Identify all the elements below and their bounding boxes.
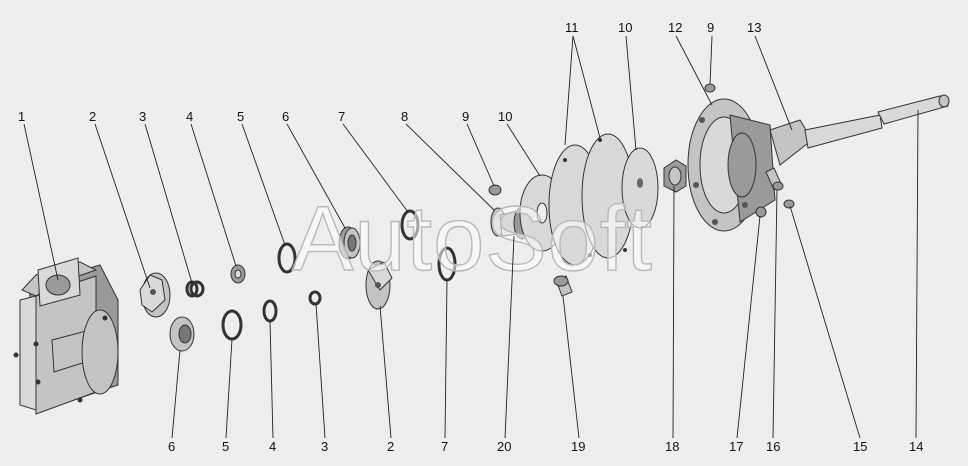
callout-1: 1	[18, 109, 25, 124]
callout-9-upper: 9	[707, 20, 714, 35]
part-4-nut-top	[230, 264, 246, 284]
callout-6-lower: 6	[168, 439, 175, 454]
callout-4-lower: 4	[269, 439, 276, 454]
part-5-ring-bottom	[221, 309, 243, 341]
part-4-ring-bottom	[262, 299, 278, 323]
part-9-washer-lower	[488, 184, 502, 196]
part-3-clip-top	[185, 280, 205, 298]
callout-18: 18	[665, 439, 679, 454]
part-7-snap-ring-top	[400, 209, 420, 241]
callout-10-upper: 10	[618, 20, 632, 35]
part-6-bushing-bottom	[169, 316, 195, 352]
callout-20: 20	[497, 439, 511, 454]
part-13-lever-bracket	[769, 114, 883, 166]
part-6-bushing-top	[338, 226, 361, 260]
callout-6: 6	[282, 109, 289, 124]
callout-3-lower: 3	[321, 439, 328, 454]
part-1-housing	[13, 257, 119, 415]
leader-lines	[23, 35, 919, 439]
callout-15: 15	[853, 439, 867, 454]
callout-12: 12	[668, 20, 682, 35]
part-3-clip-bottom	[308, 290, 322, 306]
callout-17: 17	[729, 439, 743, 454]
callout-5-lower: 5	[222, 439, 229, 454]
part-15-screw	[783, 199, 795, 209]
part-14-handle	[877, 94, 950, 125]
part-5-ring-top	[277, 242, 297, 274]
part-12-flange	[687, 98, 776, 232]
callout-14: 14	[909, 439, 923, 454]
callout-11: 11	[565, 20, 579, 35]
part-11-discs	[548, 133, 635, 266]
part-19-bolt	[553, 275, 573, 297]
callout-2: 2	[89, 109, 96, 124]
part-17-nut	[755, 206, 767, 218]
part-10-disc-rear	[621, 147, 659, 229]
callout-7-lower: 7	[441, 439, 448, 454]
callout-7: 7	[338, 109, 345, 124]
callout-10: 10	[498, 109, 512, 124]
callout-9: 9	[462, 109, 469, 124]
callout-3: 3	[139, 109, 146, 124]
part-2-cam-left	[139, 272, 171, 318]
watermark: AutoSoft	[292, 188, 653, 290]
callout-5: 5	[237, 109, 244, 124]
part-2-cam-bottom	[365, 260, 393, 310]
callout-19: 19	[571, 439, 585, 454]
part-16-bolt	[765, 167, 784, 191]
callout-2-lower: 2	[387, 439, 394, 454]
part-9-clip-upper	[704, 83, 716, 93]
callout-labels: 1 2 3 4 5 6 7 8 9 10 11 10 9 12 13 14 15…	[18, 20, 923, 454]
callout-8: 8	[401, 109, 408, 124]
callout-13: 13	[747, 20, 761, 35]
callout-16: 16	[766, 439, 780, 454]
part-18-hex-nut	[663, 159, 687, 193]
callout-4: 4	[186, 109, 193, 124]
